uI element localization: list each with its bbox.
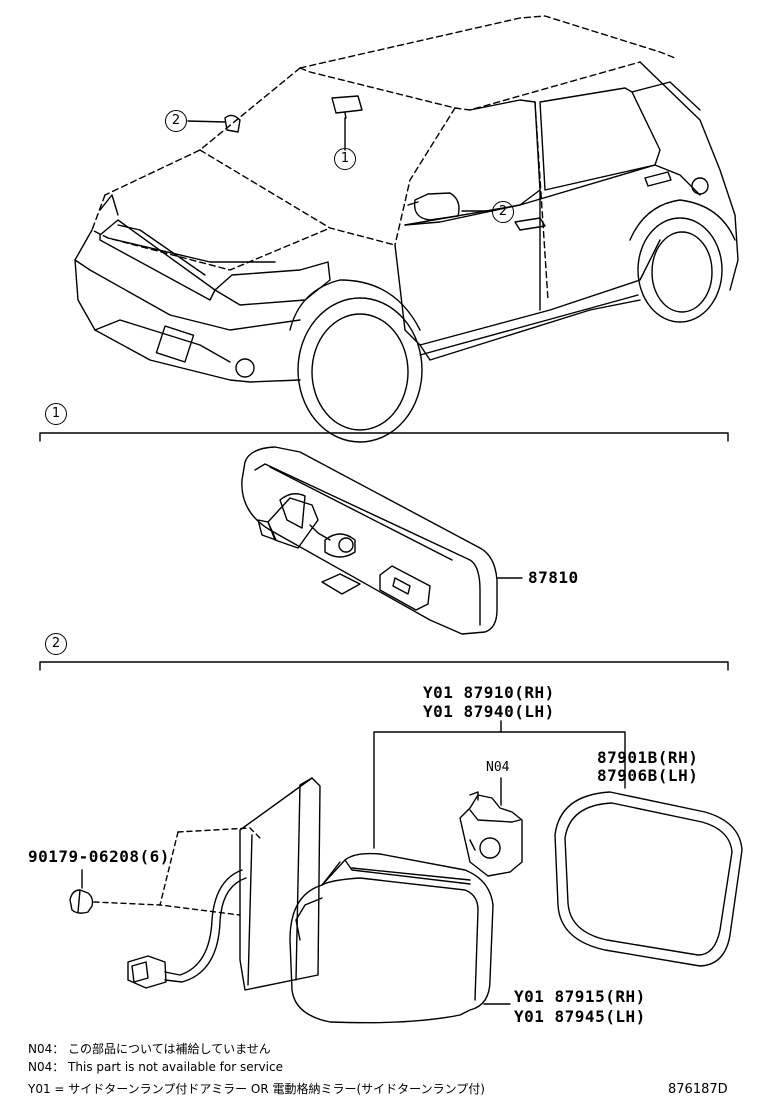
part-number-outer-lh: Y01 87940(LH) xyxy=(423,702,555,721)
callout-2-car-outer: 2 xyxy=(165,110,187,132)
mirror-base-drawing xyxy=(127,777,321,991)
part-number-screw: 90179-06208(6) xyxy=(28,847,170,866)
section-1-callout: 1 xyxy=(45,403,67,425)
part-number-cover-lh: Y01 87945(LH) xyxy=(514,1007,646,1026)
part-number-cover-rh: Y01 87915(RH) xyxy=(514,987,646,1006)
part-number-outer-rh: Y01 87910(RH) xyxy=(423,683,555,702)
callout-1-car-inner: 1 xyxy=(334,148,356,170)
vehicle-illustration xyxy=(74,15,739,443)
section-1-divider xyxy=(39,432,729,442)
mirror-housing-drawing xyxy=(289,852,494,1024)
part-number-glass-rh: 87901B(RH) xyxy=(597,748,699,767)
note-code-n04: N04 xyxy=(486,760,510,775)
section-2-callout: 2 xyxy=(45,633,67,655)
diagram-id: 876187D xyxy=(668,1082,728,1097)
part-number-glass-lh: 87906B(LH) xyxy=(597,766,699,785)
footnote-n04-en: N04： This part is not available for serv… xyxy=(28,1060,283,1074)
mirror-motor-drawing xyxy=(459,791,523,877)
part-number-inner-mirror: 87810 xyxy=(528,568,579,587)
callout-2-car-door: 2 xyxy=(492,201,514,223)
screw-drawing xyxy=(69,869,161,914)
inner-mirror-drawing xyxy=(241,446,498,635)
section-2-divider xyxy=(39,661,729,671)
footnote-n04-ja: N04： この部品については補給していません xyxy=(28,1042,271,1056)
mirror-glass-drawing xyxy=(554,791,743,967)
footnote-y01: Y01 = サイドターンランプ付ドアミラー OR 電動格納ミラー(サイドターンラ… xyxy=(28,1082,485,1096)
